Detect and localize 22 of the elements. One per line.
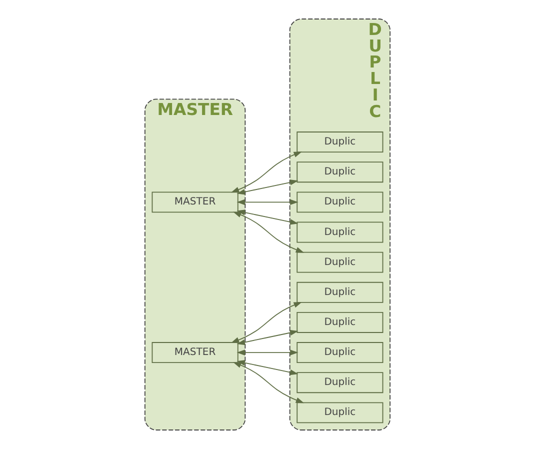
node-box: Duplic: [296, 192, 383, 213]
node-box: Duplic: [296, 312, 383, 333]
node-box: Duplic: [296, 372, 383, 394]
node-box: Duplic: [296, 162, 383, 183]
arrow: [232, 362, 304, 404]
node-box: Duplic: [296, 222, 383, 243]
arrow: [230, 152, 302, 193]
node-box: Duplic: [296, 402, 383, 424]
arrow: [230, 302, 302, 343]
node-box: MASTER: [151, 342, 238, 363]
node-box: Duplic: [296, 342, 383, 363]
arrow: [236, 199, 298, 206]
node-box: Duplic: [296, 282, 383, 303]
node-box: MASTER: [151, 192, 238, 213]
arrow: [236, 180, 298, 195]
arrow: [236, 210, 298, 225]
arrow: [236, 360, 298, 376]
arrow: [232, 212, 304, 253]
arrow: [236, 350, 298, 356]
node-box: Duplic: [296, 132, 383, 153]
node-box: Duplic: [296, 252, 383, 273]
arrow: [236, 330, 298, 346]
